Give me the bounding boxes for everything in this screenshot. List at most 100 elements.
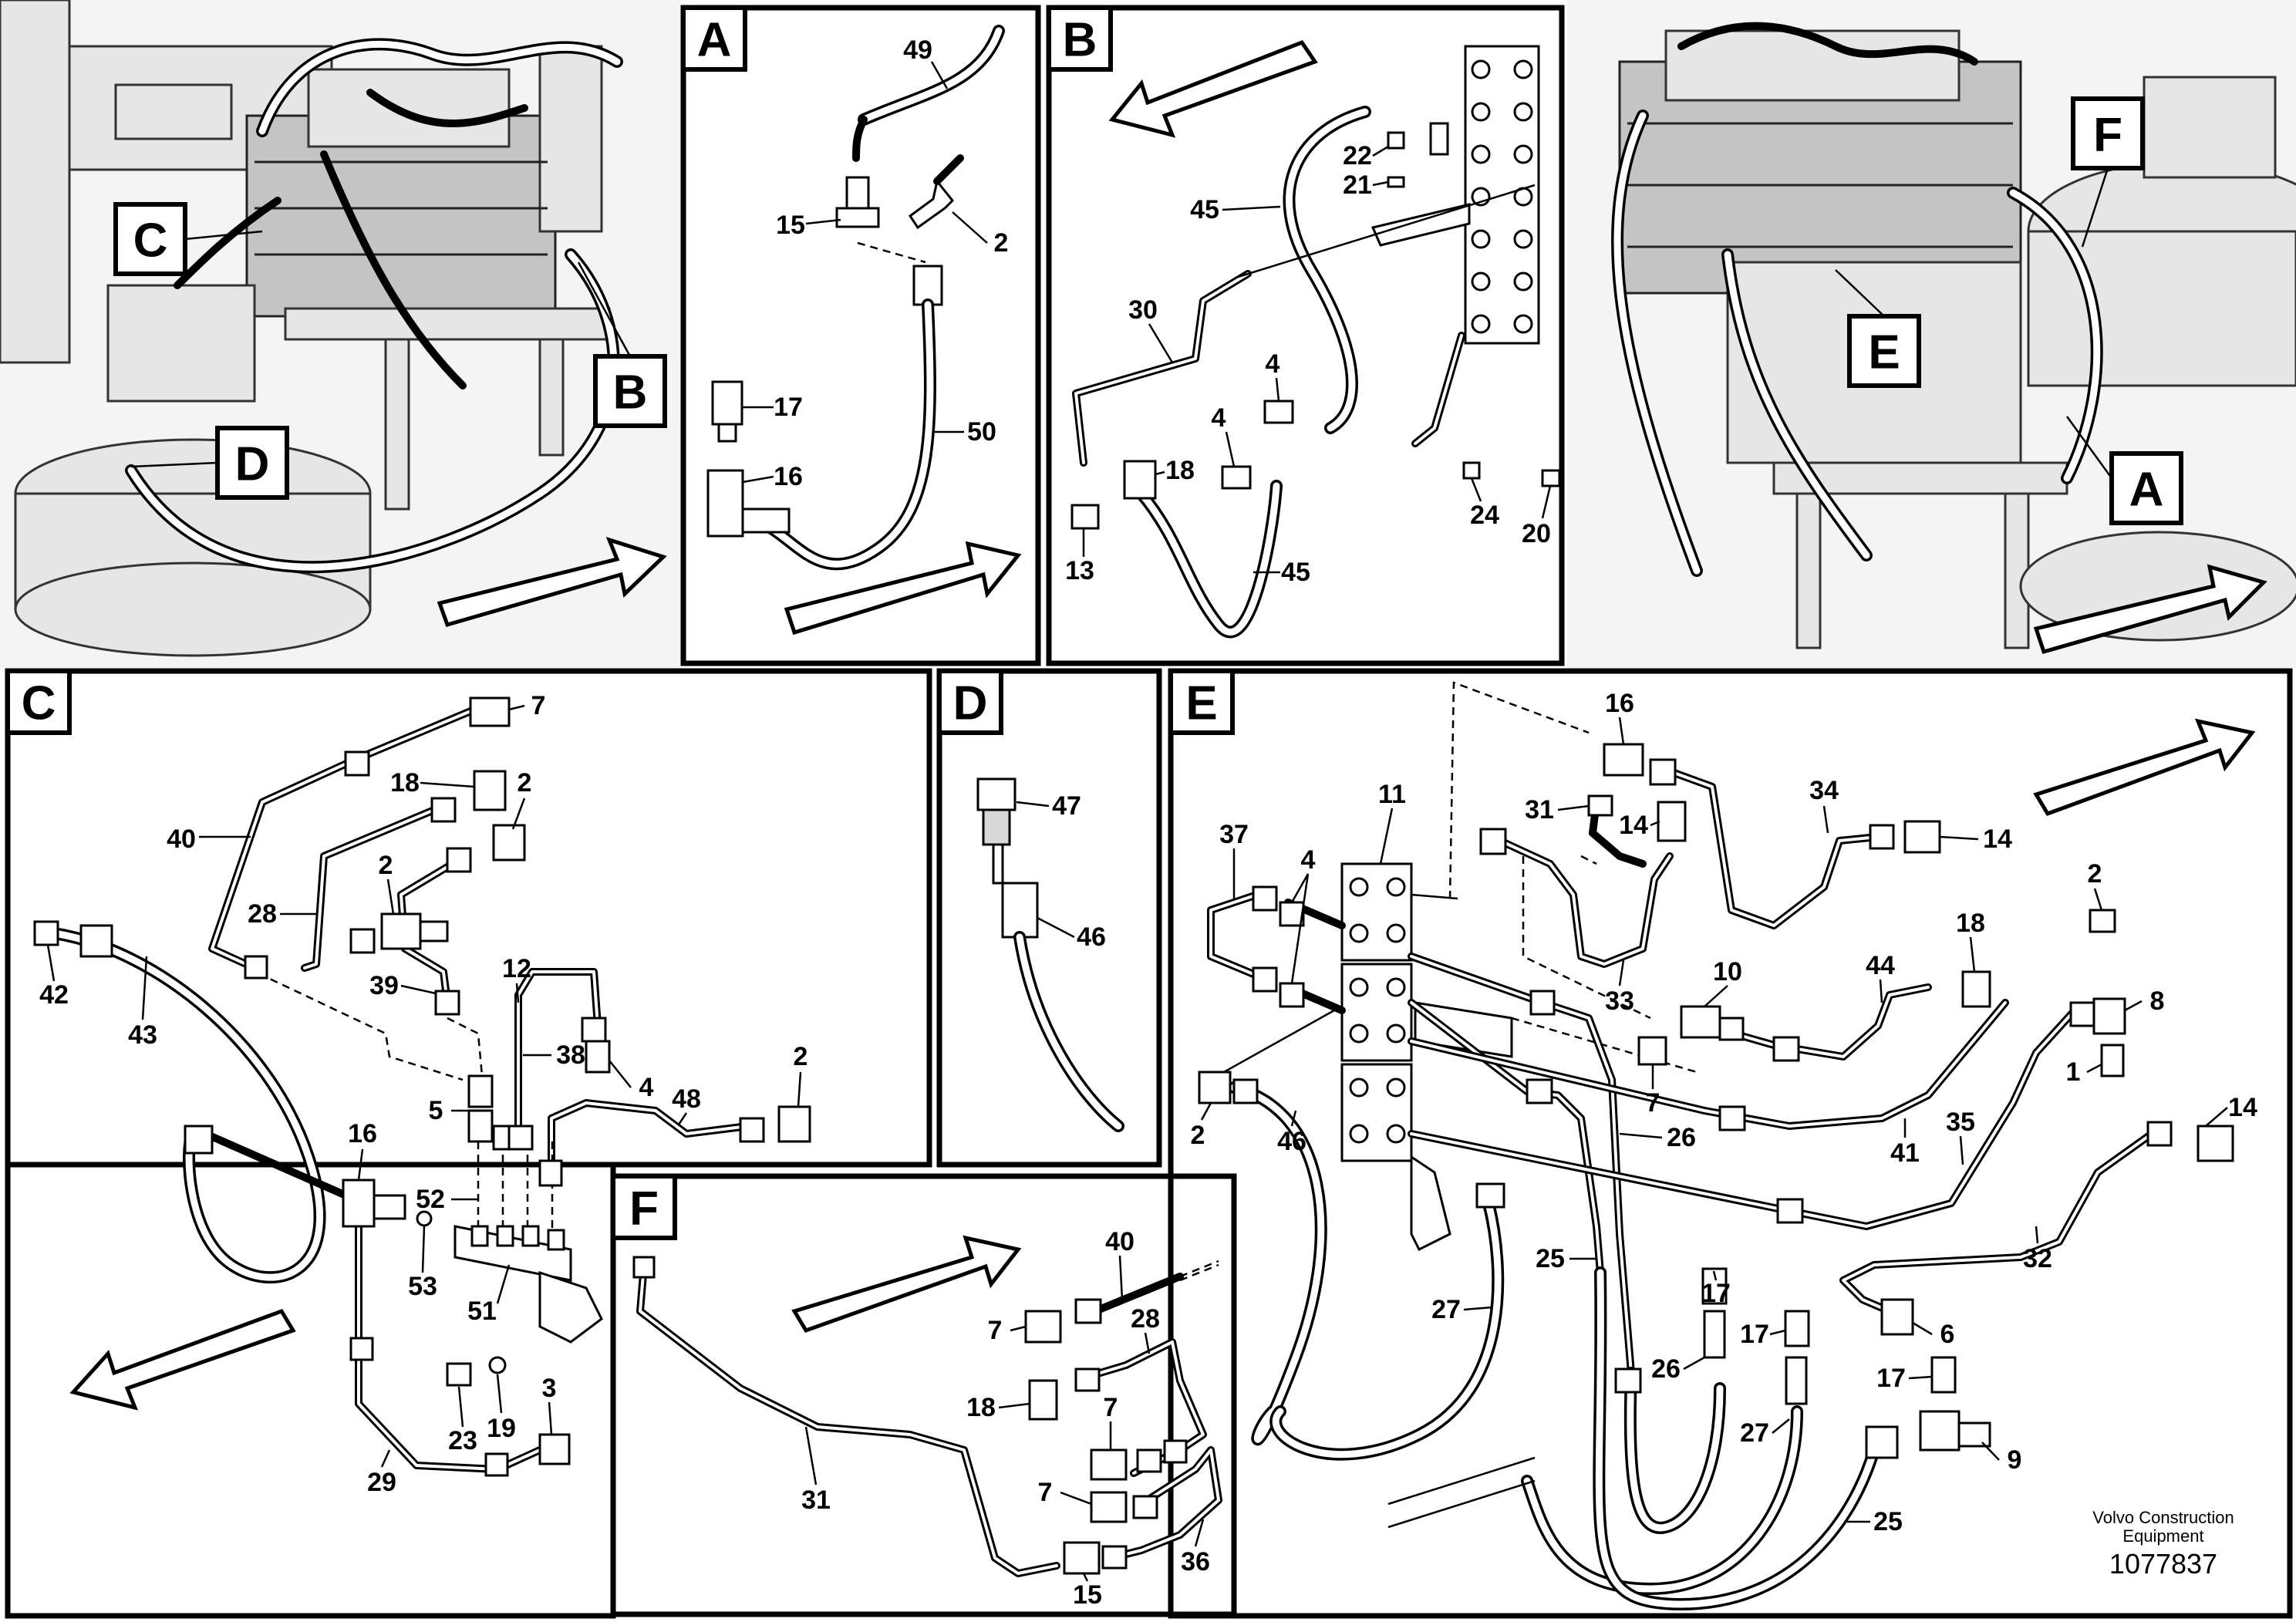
label-17: 17 <box>1876 1364 1906 1393</box>
label-6: 6 <box>1940 1320 1955 1349</box>
label-25: 25 <box>1873 1507 1903 1536</box>
label-4: 4 <box>639 1073 654 1102</box>
label-42: 42 <box>39 980 69 1010</box>
label-7: 7 <box>531 691 546 720</box>
overview-left: C B D <box>0 0 680 668</box>
overview-right-tag-f: F <box>2071 96 2145 170</box>
panel-c: C <box>5 668 932 1619</box>
label-26: 26 <box>1651 1354 1681 1384</box>
svg-text:E: E <box>1868 326 1900 379</box>
label-38: 38 <box>556 1040 585 1070</box>
label-37: 37 <box>1219 820 1249 849</box>
label-53: 53 <box>408 1272 437 1301</box>
label-23: 23 <box>448 1426 477 1455</box>
label-17: 17 <box>1740 1320 1769 1349</box>
panel-f: F 40 7 28 18 7 7 31 36 15 <box>610 1173 1237 1617</box>
label-22: 22 <box>1343 141 1372 170</box>
label-29: 29 <box>367 1468 396 1497</box>
panel-e-tag: E <box>1168 669 1235 735</box>
label-39: 39 <box>369 971 399 1000</box>
label-17: 17 <box>1701 1279 1731 1308</box>
label-40: 40 <box>1105 1227 1135 1256</box>
label-48: 48 <box>672 1084 701 1114</box>
svg-text:E: E <box>1185 677 1217 730</box>
overview-right-tag-e: E <box>1847 314 1921 388</box>
svg-text:F: F <box>629 1182 659 1236</box>
label-14: 14 <box>2228 1093 2257 1122</box>
panel-d: D 47 46 <box>936 668 1162 1168</box>
label-44: 44 <box>1866 951 1895 980</box>
label-13: 13 <box>1065 556 1094 585</box>
label-46: 46 <box>1077 922 1106 952</box>
svg-text:C: C <box>22 677 56 730</box>
label-2: 2 <box>379 851 393 880</box>
label-46: 46 <box>1277 1127 1306 1156</box>
label-20: 20 <box>1522 519 1551 548</box>
label-47: 47 <box>1052 791 1081 821</box>
label-14: 14 <box>1619 811 1648 840</box>
overview-left-tag-d: D <box>215 426 289 500</box>
label-33: 33 <box>1605 986 1634 1016</box>
label-18: 18 <box>1165 456 1195 485</box>
label-35: 35 <box>1946 1108 1975 1137</box>
panel-f-tag: F <box>611 1174 677 1240</box>
label-30: 30 <box>1128 295 1158 325</box>
label-1: 1 <box>2066 1057 2081 1087</box>
label-41: 41 <box>1890 1138 1920 1168</box>
svg-text:B: B <box>613 366 648 420</box>
label-34: 34 <box>1809 776 1839 805</box>
label-49: 49 <box>903 35 932 65</box>
label-16: 16 <box>348 1119 377 1148</box>
label-7: 7 <box>1038 1478 1053 1507</box>
label-27: 27 <box>1740 1418 1769 1448</box>
label-4: 4 <box>1301 845 1316 875</box>
label-15: 15 <box>1073 1580 1102 1610</box>
panel-b-tag: B <box>1047 5 1113 72</box>
panel-a: A 49 15 2 17 16 50 <box>680 5 1041 666</box>
label-52: 52 <box>416 1185 445 1214</box>
label-16: 16 <box>1605 689 1634 718</box>
label-7: 7 <box>1104 1393 1118 1422</box>
label-21: 21 <box>1343 170 1372 200</box>
svg-text:D: D <box>235 438 270 491</box>
label-31: 31 <box>1525 795 1554 824</box>
panel-b: B 22 21 45 30 4 4 18 13 <box>1046 5 1565 666</box>
label-7: 7 <box>1646 1088 1660 1118</box>
label-2: 2 <box>1191 1121 1205 1150</box>
label-31: 31 <box>801 1485 831 1515</box>
overview-left-tag-c: C <box>113 202 187 276</box>
label-32: 32 <box>2023 1244 2052 1273</box>
document-number: 1077837 <box>2109 1548 2217 1580</box>
label-8: 8 <box>2150 986 2165 1016</box>
label-40: 40 <box>167 824 196 854</box>
overview-right-tag-a: A <box>2109 451 2183 525</box>
label-2: 2 <box>994 228 1009 258</box>
label-45: 45 <box>1281 558 1310 587</box>
panel-a-tag: A <box>681 5 747 72</box>
svg-text:D: D <box>953 677 988 730</box>
label-19: 19 <box>487 1414 516 1443</box>
label-18: 18 <box>966 1393 996 1422</box>
label-51: 51 <box>467 1297 497 1326</box>
label-18: 18 <box>1956 909 1985 938</box>
panel-c-tag: C <box>5 669 72 735</box>
svg-text:C: C <box>133 214 168 268</box>
svg-text:F: F <box>2093 109 2122 162</box>
label-43: 43 <box>128 1020 157 1050</box>
label-24: 24 <box>1470 501 1499 530</box>
label-14: 14 <box>1983 824 2012 854</box>
label-4: 4 <box>1266 349 1280 379</box>
label-2: 2 <box>518 768 532 798</box>
label-5: 5 <box>429 1096 443 1125</box>
overview-right: F E A <box>1567 0 2296 668</box>
label-26: 26 <box>1667 1123 1696 1152</box>
label-50: 50 <box>967 417 996 447</box>
panel-d-tag: D <box>937 669 1003 735</box>
label-15: 15 <box>776 211 805 240</box>
label-7: 7 <box>988 1316 1003 1345</box>
label-28: 28 <box>1131 1304 1160 1334</box>
label-2: 2 <box>2088 859 2102 889</box>
panel-e: E <box>1168 668 2293 1619</box>
svg-text:B: B <box>1063 14 1097 67</box>
